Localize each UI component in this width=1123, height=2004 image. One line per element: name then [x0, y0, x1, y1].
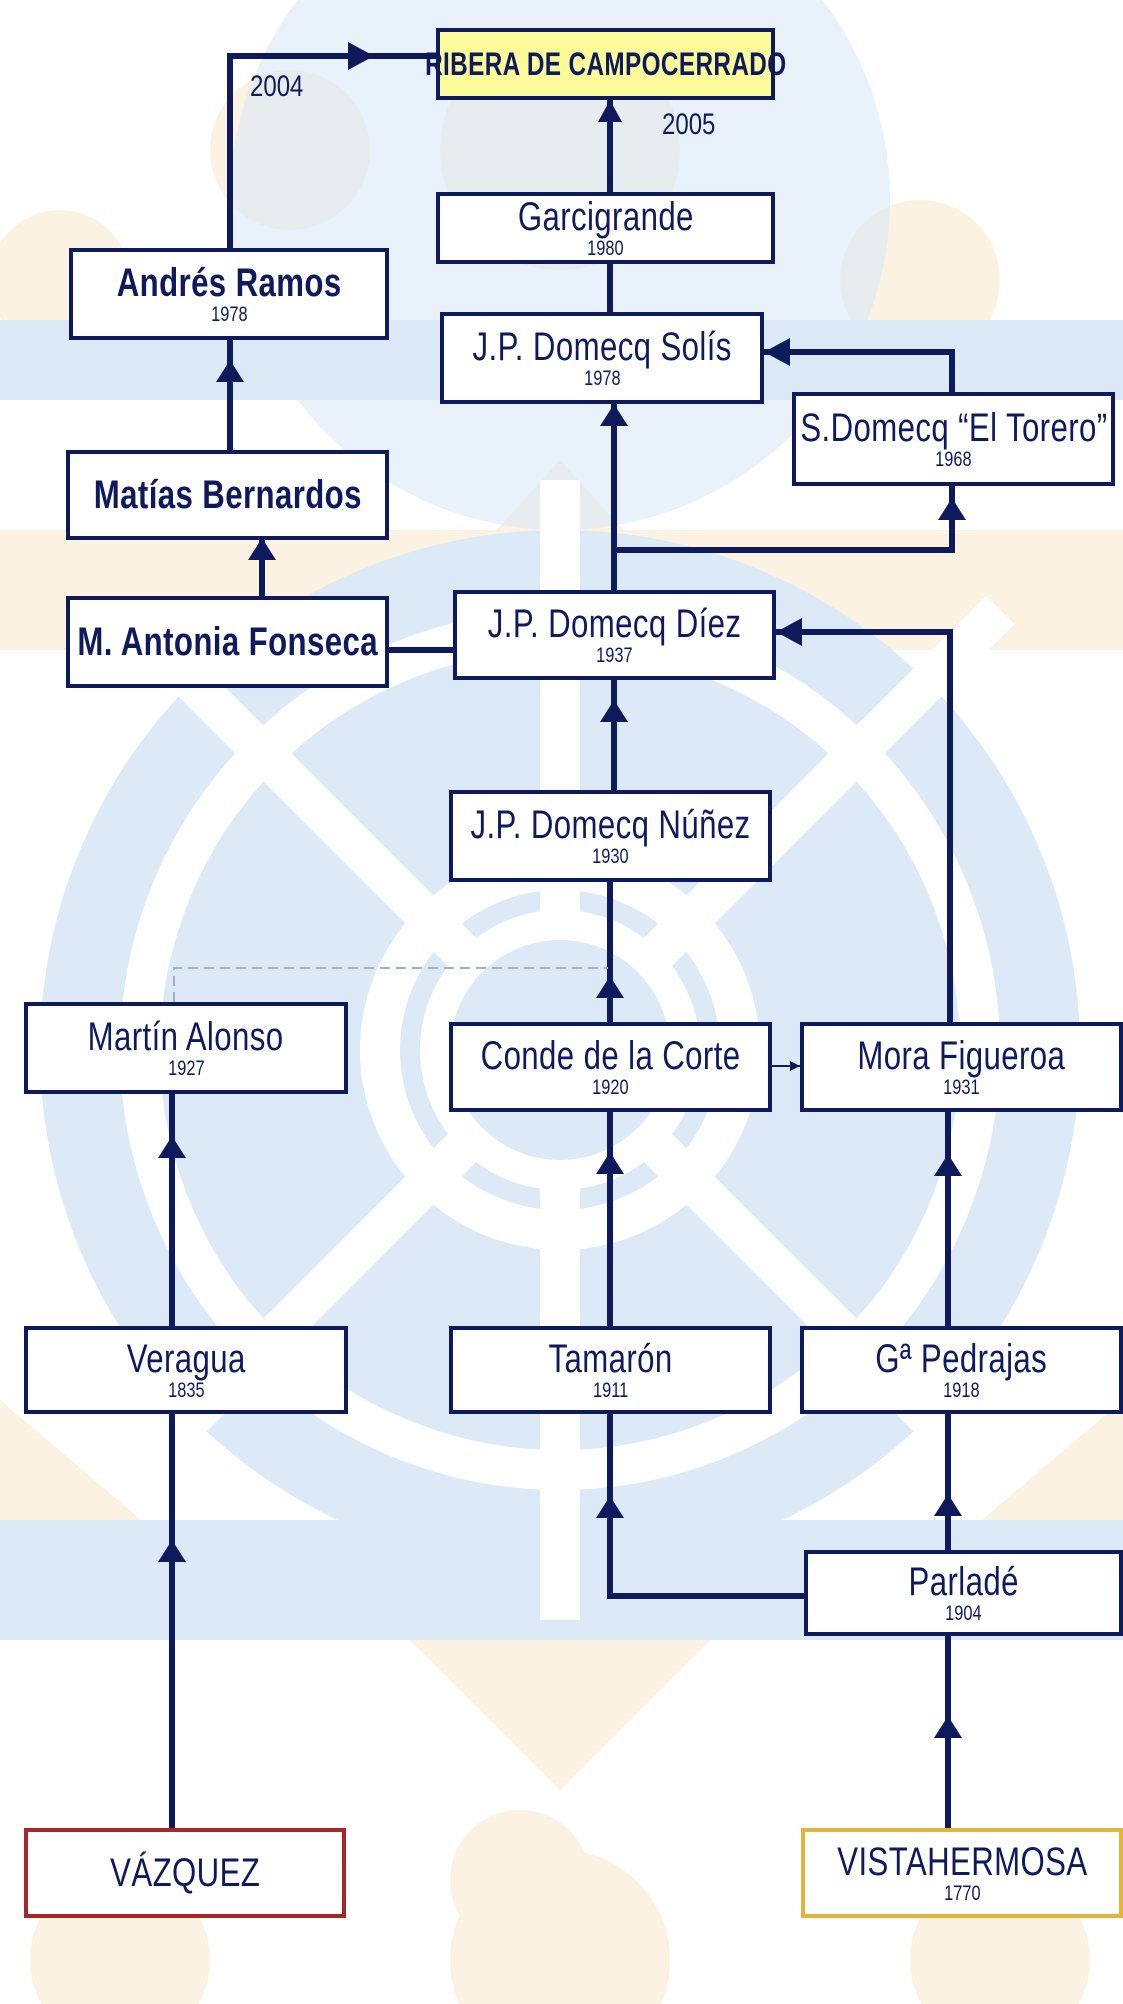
node-year: 1980: [587, 237, 624, 260]
node-name: Andrés Ramos: [116, 261, 342, 305]
node-garcigrande: Garcigrande 1980: [436, 192, 775, 264]
node-martin-alonso: Martín Alonso 1927: [24, 1002, 348, 1094]
node-vistahermosa: VISTAHERMOSA 1770: [801, 1828, 1123, 1918]
node-name: Mora Figueroa: [857, 1034, 1066, 1078]
node-vazquez: VÁZQUEZ: [24, 1828, 346, 1918]
node-year: 1968: [935, 448, 972, 471]
node-mora-figueroa: Mora Figueroa 1931: [800, 1022, 1123, 1112]
edge-label-2005: 2005: [662, 108, 716, 141]
node-name: Garcigrande: [517, 195, 694, 239]
node-ga-pedrajas: Gª Pedrajas 1918: [800, 1326, 1123, 1414]
node-andres-ramos: Andrés Ramos 1978: [69, 248, 389, 340]
node-parlade: Parladé 1904: [804, 1550, 1123, 1636]
node-m-antonia-fonseca: M. Antonia Fonseca: [66, 596, 389, 688]
node-year: 1931: [943, 1076, 980, 1099]
node-name: J.P. Domecq Díez: [487, 602, 742, 646]
node-name: Veragua: [126, 1337, 246, 1381]
node-name: Gª Pedrajas: [875, 1337, 1048, 1381]
node-name: S.Domecq “El Torero”: [799, 406, 1108, 450]
node-year: 1904: [945, 1602, 982, 1625]
node-conde-de-la-corte: Conde de la Corte 1920: [449, 1022, 772, 1112]
node-jp-domecq-nunez: J.P. Domecq Núñez 1930: [449, 790, 772, 882]
node-year: 1927: [167, 1057, 205, 1080]
edge-label-2004: 2004: [250, 70, 304, 103]
node-name: VISTAHERMOSA: [836, 1840, 1088, 1884]
node-jp-domecq-solis: J.P. Domecq Solís 1978: [440, 312, 764, 404]
node-name: Matías Bernardos: [93, 473, 362, 517]
node-year: 1918: [943, 1379, 980, 1402]
node-year: 1978: [210, 303, 248, 326]
node-name: VÁZQUEZ: [109, 1851, 261, 1895]
node-veragua: Veragua 1835: [24, 1326, 348, 1414]
node-year: 1978: [583, 367, 621, 390]
node-name: M. Antonia Fonseca: [77, 620, 378, 664]
node-year: 1920: [592, 1076, 629, 1099]
node-tamaron: Tamarón 1911: [449, 1326, 772, 1414]
node-year: 1930: [592, 845, 629, 868]
node-name: J.P. Domecq Solís: [472, 325, 732, 369]
node-name: Conde de la Corte: [480, 1034, 741, 1078]
node-year: 1937: [596, 644, 633, 667]
node-name: Martín Alonso: [88, 1015, 284, 1059]
node-name: Parladé: [908, 1560, 1019, 1604]
node-s-domecq-el-torero: S.Domecq “El Torero” 1968: [792, 392, 1115, 486]
node-year: 1911: [592, 1379, 629, 1402]
node-name: Tamarón: [548, 1337, 673, 1381]
node-ribera-de-campocerrado: RIBERA DE CAMPOCERRADO: [425, 28, 786, 100]
node-year: 1770: [943, 1882, 981, 1905]
node-matias-bernardos: Matías Bernardos: [66, 450, 389, 540]
node-name: J.P. Domecq Núñez: [470, 803, 751, 847]
node-year: 1835: [167, 1379, 205, 1402]
node-name: RIBERA DE CAMPOCERRADO: [424, 46, 787, 82]
node-jp-domecq-diez: J.P. Domecq Díez 1937: [453, 590, 776, 680]
